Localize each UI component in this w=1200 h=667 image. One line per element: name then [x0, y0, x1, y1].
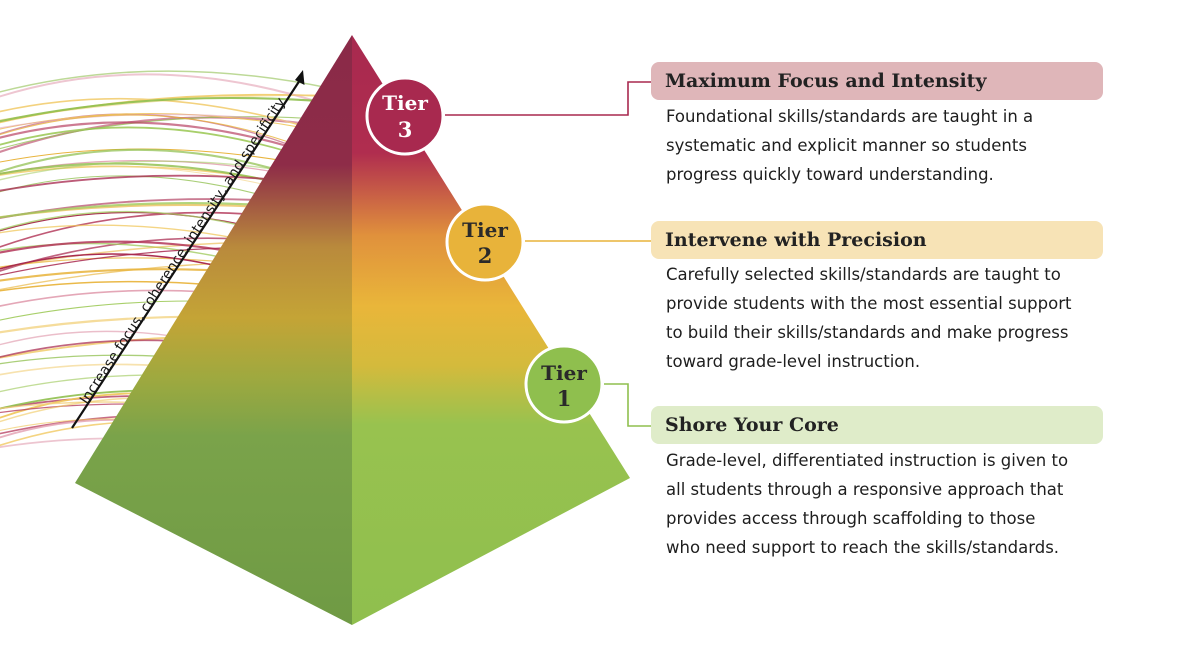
decorative-line [0, 96, 330, 123]
tier3-badge-number: 3 [398, 117, 413, 142]
tier3-title: Maximum Focus and Intensity [651, 62, 1103, 100]
tier2-description: Carefully selected skills/standards are … [666, 260, 1106, 376]
tier2-badge: Tier 2 [445, 202, 525, 282]
tier3-connector [445, 81, 651, 116]
pyramid [75, 35, 630, 625]
tier2-description-line: to build their skills/standards and make… [666, 323, 1069, 342]
tier1-badge-word: Tier [541, 361, 587, 385]
tier3-description-line: Foundational skills/standards are taught… [666, 107, 1034, 126]
connector-lines [445, 81, 651, 427]
tier1-description-line: who need support to reach the skills/sta… [666, 538, 1060, 557]
decorative-line [0, 116, 330, 150]
decorative-line [0, 114, 330, 158]
decorative-line [0, 113, 330, 129]
decorative-line [0, 70, 330, 93]
tier1-badge: Tier 1 [524, 344, 604, 424]
tier2-description-line: toward grade-level instruction. [666, 352, 921, 371]
pyramid-left-face [75, 35, 352, 625]
tier2-badge-number: 2 [478, 243, 493, 268]
tier1-description-line: all students through a responsive approa… [666, 480, 1064, 499]
tier1-connector [604, 383, 651, 427]
arrow-head-icon [295, 70, 305, 85]
tier1-description-line: provides access through scaffolding to t… [666, 509, 1036, 528]
tier2-title: Intervene with Precision [651, 221, 1103, 259]
tier1-title: Shore Your Core [651, 406, 1103, 444]
tier3-badge-word: Tier [382, 91, 428, 115]
tier1-badge-number: 1 [557, 386, 572, 411]
pyramid-right-face [352, 35, 630, 625]
tier2-badge-word: Tier [462, 218, 508, 242]
tier3-description: Foundational skills/standards are taught… [666, 102, 1106, 189]
decorative-line [0, 121, 330, 161]
tier2-description-line: provide students with the most essential… [666, 294, 1072, 313]
tier3-description-line: systematic and explicit manner so studen… [666, 136, 1027, 155]
decorative-line [0, 73, 330, 107]
tier1-description: Grade-level, differentiated instruction … [666, 446, 1106, 562]
tier1-description-line: Grade-level, differentiated instruction … [666, 451, 1069, 470]
tier3-badge: Tier 3 [365, 76, 445, 156]
tier2-description-line: Carefully selected skills/standards are … [666, 265, 1061, 284]
tier3-description-line: progress quickly toward understanding. [666, 165, 994, 184]
